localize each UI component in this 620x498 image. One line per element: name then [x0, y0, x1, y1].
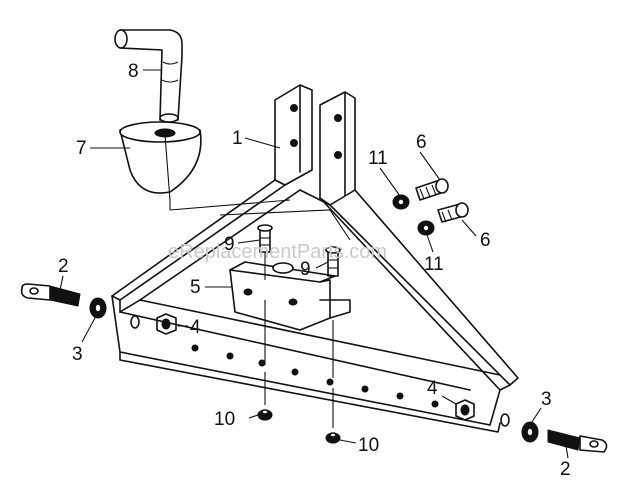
- callout-1: 1: [232, 128, 243, 149]
- callout-9-left: 9: [224, 234, 235, 255]
- part-4-nut-right: [455, 399, 475, 421]
- part-4-nut-left: [156, 313, 177, 335]
- callout-10-left: 10: [214, 409, 235, 430]
- callout-8: 8: [128, 61, 139, 82]
- leader-lines: [59, 69, 569, 459]
- callout-3-right: 3: [541, 389, 552, 410]
- callout-11-lower: 11: [424, 254, 444, 275]
- callout-9-right: 9: [300, 259, 311, 280]
- callout-4-right: 4: [427, 378, 438, 399]
- part-2-pin-right: [547, 429, 608, 453]
- callout-6-top: 6: [416, 132, 427, 153]
- callout-5: 5: [190, 277, 201, 298]
- part-10-nut-right: [325, 432, 341, 444]
- part-1-a-frame: [111, 84, 519, 433]
- part-11-nut-lower: [417, 220, 435, 236]
- part-8-hitch-pin: [114, 29, 183, 123]
- callout-4-left: 4: [190, 317, 201, 338]
- callout-2-left: 2: [58, 256, 69, 277]
- part-5-bracket: [229, 261, 351, 331]
- part-3-washer-left: [89, 297, 107, 319]
- part-11-nut-top: [392, 194, 410, 210]
- callout-2-right: 2: [560, 459, 571, 480]
- callout-3-left: 3: [72, 344, 83, 365]
- part-7-cone-cup: [119, 121, 291, 211]
- part-10-nut-left: [257, 409, 273, 421]
- part-9-bolt-right: [325, 246, 341, 428]
- watermark-text: eReplacementParts.com: [168, 241, 387, 263]
- part-2-pin-left: [20, 283, 81, 307]
- callout-7: 7: [76, 138, 87, 159]
- callout-10-right: 10: [358, 435, 379, 456]
- part-9-bolt-left: [257, 224, 273, 405]
- callout-11-top: 11: [368, 148, 388, 169]
- part-6-bolt-top: [415, 178, 449, 201]
- part-3-washer-right: [521, 421, 539, 443]
- part-6-bolt-lower: [437, 202, 469, 223]
- callout-6-lower: 6: [480, 230, 491, 251]
